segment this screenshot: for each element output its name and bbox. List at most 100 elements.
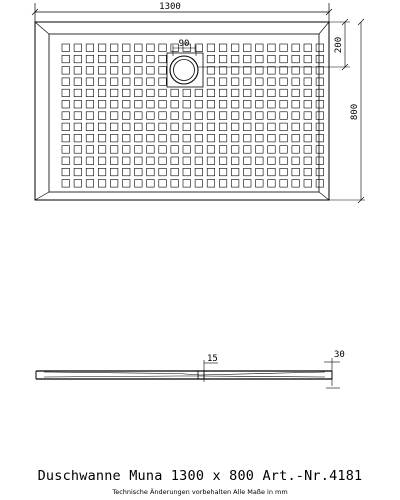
grid-square xyxy=(182,88,191,97)
grid-square xyxy=(85,88,94,97)
drawing-note: Technische Änderungen vorbehalten Alle M… xyxy=(112,488,288,496)
grid-square xyxy=(255,122,264,131)
grid-square xyxy=(279,77,288,86)
grid-square xyxy=(110,145,119,154)
grid-square xyxy=(158,100,167,109)
grid-square xyxy=(315,88,324,97)
grid-square xyxy=(291,100,300,109)
grid-square xyxy=(243,100,252,109)
grid-square xyxy=(73,77,82,86)
grid-square xyxy=(110,134,119,143)
grid-square xyxy=(146,145,155,154)
grid-square xyxy=(255,54,264,64)
grid-square xyxy=(291,43,300,52)
grid-square xyxy=(231,134,240,143)
grid-square xyxy=(73,66,82,75)
grid-square xyxy=(61,88,70,97)
grid-square xyxy=(255,66,264,75)
grid-square xyxy=(219,134,228,143)
tray-outer-outline xyxy=(34,21,330,201)
grid-square xyxy=(122,134,131,143)
grid-square xyxy=(255,43,264,52)
grid-square xyxy=(206,111,215,120)
grid-square xyxy=(85,134,94,143)
grid-square xyxy=(315,77,324,86)
grid-square xyxy=(206,145,215,154)
grid-square xyxy=(267,156,276,165)
grid-square xyxy=(170,88,179,97)
grid-square xyxy=(255,100,264,109)
grid-square xyxy=(303,77,312,86)
grid-square xyxy=(146,168,155,177)
grid-square xyxy=(219,66,228,75)
grid-square xyxy=(206,43,215,52)
grid-square xyxy=(291,111,300,120)
grid-square xyxy=(158,179,167,188)
grid-square xyxy=(110,88,119,97)
grid-square xyxy=(315,156,324,165)
grid-square xyxy=(158,156,167,165)
grid-square xyxy=(219,145,228,154)
grid-square xyxy=(243,88,252,97)
grid-square xyxy=(231,122,240,131)
grid-square xyxy=(134,134,143,143)
grid-square xyxy=(98,66,107,75)
grid-square xyxy=(243,156,252,165)
grid-square xyxy=(134,88,143,97)
grid-square xyxy=(267,134,276,143)
grid-square xyxy=(73,43,82,52)
grid-square xyxy=(170,156,179,165)
grid-square xyxy=(231,156,240,165)
grid-square xyxy=(279,145,288,154)
grid-square xyxy=(61,54,70,64)
grid-square xyxy=(110,111,119,120)
grid-square xyxy=(303,66,312,75)
grid-square xyxy=(73,100,82,109)
grid-square xyxy=(255,77,264,86)
grid-square xyxy=(315,54,324,64)
grid-square xyxy=(243,179,252,188)
grid-square xyxy=(85,111,94,120)
grid-square xyxy=(243,134,252,143)
grid-square xyxy=(73,111,82,120)
grid-square xyxy=(206,88,215,97)
grid-square xyxy=(279,111,288,120)
grid-square xyxy=(303,179,312,188)
grid-square xyxy=(219,111,228,120)
grid-square xyxy=(98,43,107,52)
grid-square xyxy=(279,156,288,165)
grid-square xyxy=(98,88,107,97)
grid-square xyxy=(158,88,167,97)
grid-square xyxy=(291,122,300,131)
grid-square xyxy=(194,122,203,131)
grid-square xyxy=(73,145,82,154)
grid-square xyxy=(182,168,191,177)
grid-square xyxy=(98,134,107,143)
grid-square xyxy=(98,122,107,131)
grid-square xyxy=(194,179,203,188)
grid-square xyxy=(122,77,131,86)
grid-square xyxy=(255,168,264,177)
grid-square xyxy=(61,100,70,109)
grid-square xyxy=(182,134,191,143)
grid-square xyxy=(134,100,143,109)
grid-square xyxy=(231,77,240,86)
grid-square xyxy=(291,179,300,188)
grid-square xyxy=(134,122,143,131)
grid-square xyxy=(206,134,215,143)
grid-square xyxy=(158,111,167,120)
grid-square xyxy=(182,156,191,165)
grid-square xyxy=(182,100,191,109)
grid-square xyxy=(85,100,94,109)
grid-square xyxy=(243,122,252,131)
grid-square xyxy=(291,156,300,165)
grid-square xyxy=(291,66,300,75)
grid-square xyxy=(85,156,94,165)
grid-square xyxy=(134,156,143,165)
grid-square xyxy=(134,43,143,52)
grid-square xyxy=(231,168,240,177)
grid-square xyxy=(122,43,131,52)
grid-square xyxy=(122,111,131,120)
grid-square xyxy=(110,100,119,109)
grid-square xyxy=(243,66,252,75)
